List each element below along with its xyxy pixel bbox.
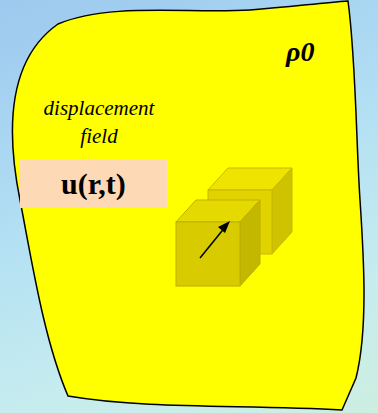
field-caption: displacement field [24, 94, 174, 150]
density-label: ρ0 [286, 36, 314, 68]
field-label-box: u(r,t) [20, 160, 167, 208]
original-cube [176, 200, 260, 286]
blob-shape [12, 1, 364, 410]
field-symbol: u(r,t) [61, 166, 126, 202]
displacement-arrow [200, 221, 230, 258]
